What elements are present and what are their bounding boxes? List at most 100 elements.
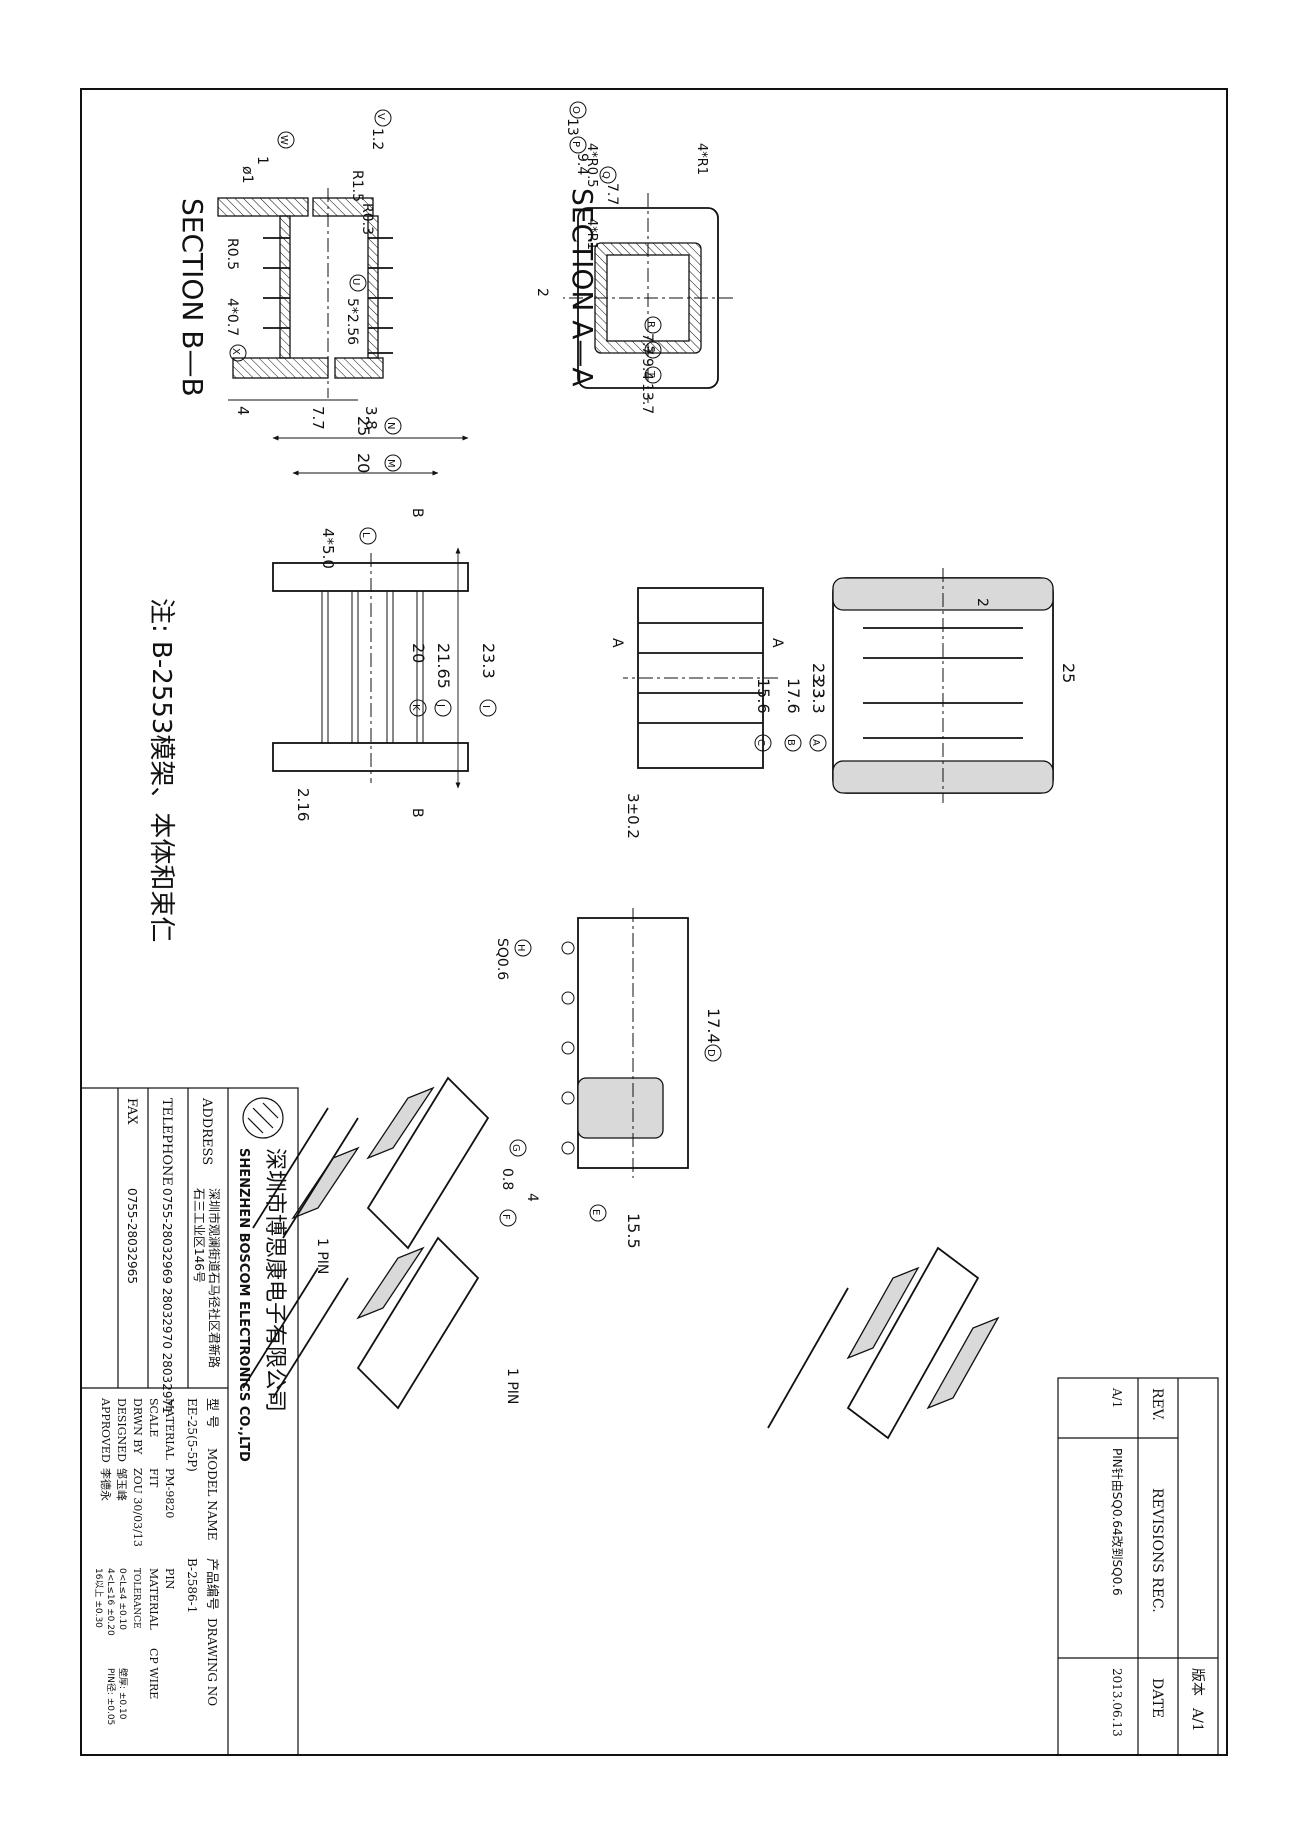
fax-value: 0755-28032965 (125, 1188, 139, 1284)
bottom-view-dim-g: 0.8 (499, 1168, 515, 1190)
marker-p: P (570, 141, 581, 147)
marker-l-circle (359, 527, 377, 545)
section-b-dim-u: 5*2.56 (344, 298, 360, 345)
marker-j: J (435, 703, 446, 707)
bottom-view-dim-e: 15.5 (624, 1213, 643, 1249)
section-a-dim-p: 9.4 (574, 153, 590, 175)
section-b-dim-38: 3.8 (362, 406, 380, 430)
section-b-r15: R1.5 (349, 170, 365, 202)
marker-t: T (645, 370, 656, 378)
marker-d: D (705, 1049, 716, 1057)
tol-5: PIN径: ±0.05 (105, 1668, 117, 1725)
section-b-r03: R0.3 (359, 203, 375, 235)
marker-f: F (500, 1214, 511, 1220)
isometric-view-left: 1 PIN (252, 1076, 490, 1274)
front-view-fins (638, 622, 763, 724)
address-label: ADDRESS (199, 1097, 214, 1165)
approved-value: 李德永 (99, 1468, 113, 1501)
front-view-dim-b: 17.6 (784, 678, 803, 714)
marker-a-circle (809, 734, 827, 752)
tol-1: 0<L≤4 ±0.10 (117, 1568, 127, 1630)
company-en: SHENZHEN BOSCOM ELECTRONICS CO.,LTD (236, 1148, 251, 1462)
section-b-right-flange (232, 357, 329, 379)
top-view-cut-b2: B (409, 808, 425, 818)
section-b-left-flange (217, 197, 309, 217)
drwn-value: ZOU 30/03/13 (131, 1468, 144, 1547)
revision-row-rec: PIN针由SQ0.64改到SQ0.6 (1110, 1448, 1125, 1596)
section-a-dim-o: 13 (564, 118, 580, 136)
front-view-dim-a: 23.3 (809, 678, 828, 714)
marker-n: N (385, 422, 396, 429)
marker-q-circle (599, 166, 617, 184)
rev-label: REV. (1149, 1388, 1165, 1421)
marker-f-circle (499, 1209, 517, 1227)
marker-c: C (755, 739, 766, 746)
side-view-step: 2 (974, 598, 990, 607)
marker-d-circle (704, 1044, 722, 1062)
section-b-b: SECTION B—B 4 7.7 3.8 1 W 1.2 (176, 109, 393, 430)
tol-3: 16以上 ±0.30 (93, 1568, 104, 1628)
section-b-tube-top (279, 215, 291, 359)
marker-b-circle (784, 734, 802, 752)
side-view-height: 23.3 (809, 663, 828, 699)
model-name-label: MODEL NAME (205, 1448, 219, 1541)
bottom-view-bobbin (577, 1077, 664, 1139)
telephone-value: 0755-28032969 28032970 28032971 (160, 1188, 174, 1414)
section-b-left-flange-top (312, 197, 374, 217)
front-view-cut-a: A (769, 638, 785, 648)
marker-u-circle (349, 274, 367, 292)
section-a-dim-t: 13.7 (639, 383, 655, 414)
iso-left-pin1: 1 PIN (314, 1238, 330, 1274)
drawing-no-label: DRAWING NO (205, 1618, 219, 1706)
section-b-r05: R0.5 (224, 238, 240, 270)
address-value-1: 深圳市观澜街道石马径社区君新路 (207, 1188, 222, 1368)
section-b-right-flange-top (334, 357, 384, 379)
rev-header-value: A/1 (1189, 1707, 1205, 1732)
marker-j-circle (434, 699, 452, 717)
marker-e-circle (589, 1204, 607, 1222)
revision-row: A/1 PIN针由SQ0.64改到SQ0.6 2013.06.13 (1110, 1387, 1125, 1737)
side-view-width: 25 (1059, 663, 1078, 683)
pin-material-value: CP WIRE (147, 1648, 160, 1699)
marker-i: I (480, 705, 491, 708)
marker-h-circle (514, 939, 532, 957)
marker-v: V (375, 113, 386, 120)
revisions-block: 版本 A/1 REV. REVISIONS REC. DATE A/1 PIN针… (1057, 1377, 1219, 1756)
engineering-drawing: SECTION B—B 4 7.7 3.8 1 W 1.2 (80, 101, 1219, 1756)
drawing-frame (80, 88, 1228, 1756)
marker-u: U (350, 278, 361, 285)
section-b-label: SECTION B—B (176, 198, 209, 397)
bottom-view: 17.4 D 15.5 E 4 F 0.8 G SQ0.6 H (494, 908, 723, 1249)
marker-p-circle (569, 136, 587, 154)
marker-o-circle (569, 101, 587, 119)
marker-g: G (510, 1144, 521, 1152)
address-value-2: 石三工业区146号 (192, 1188, 206, 1283)
marker-g-circle (509, 1139, 527, 1157)
material-label: MATERIAL (163, 1398, 176, 1461)
front-view-body (637, 587, 764, 769)
marker-o: O (570, 106, 581, 114)
top-view-dim-n: 25 (354, 416, 373, 436)
rotated-drawing-sheet: SECTION B—B 4 7.7 3.8 1 W 1.2 (80, 88, 1228, 1756)
marker-b: B (785, 739, 796, 746)
front-view-cut-a2: A (609, 638, 625, 648)
drawing-no-cn: 产品编号 (204, 1558, 219, 1610)
marker-n-circle (384, 417, 402, 435)
top-view-fins (321, 590, 424, 744)
top-view-cut-b: B (409, 508, 425, 518)
drwn-label: DRWN BY (131, 1398, 144, 1455)
revision-row-rev: A/1 (1110, 1387, 1124, 1408)
drawing-note: 注: B-2553模架、本体和束仁 (146, 598, 176, 942)
isometric-view-far-right (767, 1246, 1000, 1440)
section-a-label: SECTION A—A (566, 188, 599, 387)
tolerance-label: TOLERANCE (131, 1568, 141, 1629)
rev-header-cn: 版本 (1189, 1668, 1205, 1696)
designed-value: 邹玉峰 (115, 1468, 128, 1501)
company-logo (242, 1097, 284, 1139)
section-a-r1: 4*R1 (694, 143, 709, 175)
company-cn: 深圳市博思康电子有限公司 (262, 1148, 287, 1412)
bottom-view-dim-f: 4 (524, 1193, 540, 1202)
section-b-tube-bottom (367, 215, 379, 359)
marker-k-circle (409, 699, 427, 717)
title-block-border (80, 1087, 299, 1756)
